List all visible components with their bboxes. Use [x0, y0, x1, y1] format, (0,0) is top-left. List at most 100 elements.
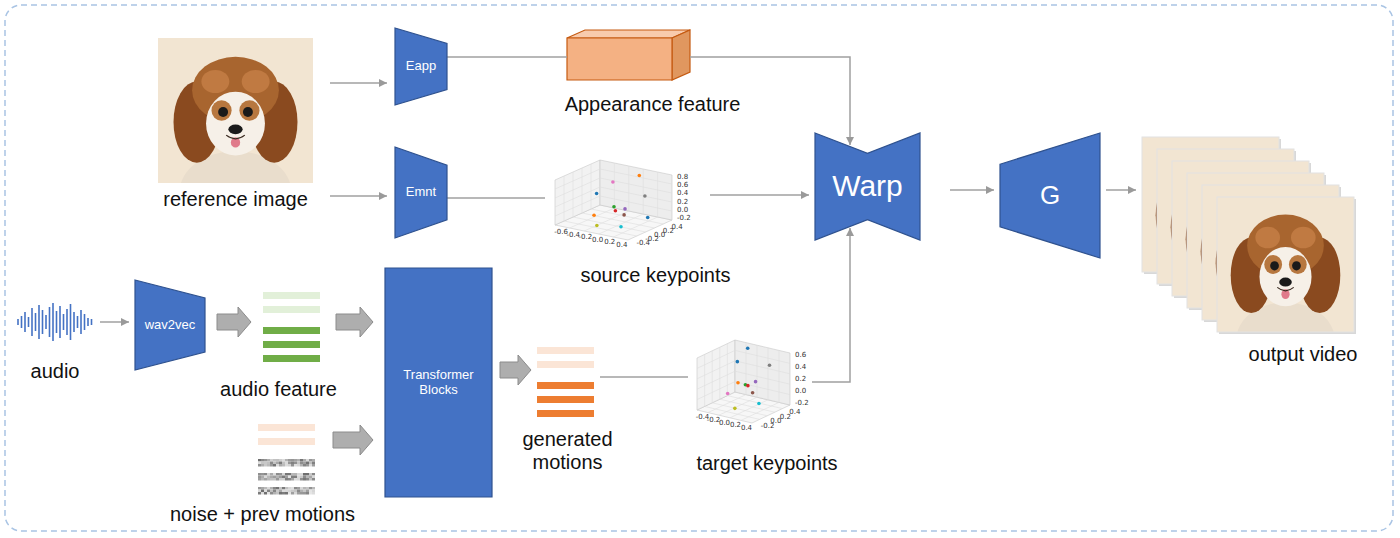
- keypoint-dot: [646, 216, 650, 220]
- waveform-bar: [17, 319, 19, 325]
- noise-cell: [288, 492, 291, 495]
- noise-cell: [300, 459, 303, 462]
- keypoint-dot: [757, 402, 761, 406]
- noise-cell: [261, 492, 264, 495]
- noise-cell: [279, 478, 282, 481]
- grid-line: [735, 350, 790, 363]
- grid-line: [697, 382, 735, 400]
- caption-label: reference image: [163, 188, 308, 211]
- motion-bar: [258, 438, 315, 445]
- keypoint-dot: [595, 224, 599, 228]
- encoder-block: Transformer Blocks: [385, 268, 492, 497]
- cube-side: [672, 30, 690, 80]
- feature-bar: [263, 341, 320, 348]
- grid-line: [613, 217, 657, 237]
- noise-cell: [264, 478, 267, 481]
- grid-line: [697, 371, 735, 389]
- noise-cell: [300, 487, 303, 490]
- figure-node: audio: [15, 300, 95, 345]
- noise-cell: [273, 492, 276, 495]
- keypoint-dot: [643, 194, 647, 198]
- noise-cell: [306, 490, 309, 493]
- noise-cell: [291, 464, 294, 467]
- noise-cell: [276, 464, 279, 467]
- noise-cell: [288, 490, 291, 493]
- noise-cell: [261, 462, 264, 465]
- noise-cell: [276, 478, 279, 481]
- grid-line: [727, 344, 728, 396]
- figure-node: Appearance feature: [567, 30, 690, 80]
- noise-cell: [267, 492, 270, 495]
- caption-label: source keypoints: [580, 264, 730, 287]
- noise-cell: [300, 464, 303, 467]
- waveform-bar: [59, 306, 61, 338]
- puppy-photo: [158, 38, 313, 232]
- axis-tick: 0.6: [677, 182, 688, 189]
- grid-line: [582, 168, 583, 213]
- noise-cell: [312, 464, 315, 467]
- figure-node: output video: [1140, 135, 1356, 335]
- block-label: wav2vec: [145, 318, 196, 333]
- noise-cell: [270, 473, 273, 476]
- noise-cell: [303, 459, 306, 462]
- noise-cell: [276, 490, 279, 493]
- noise-cell: [267, 459, 270, 462]
- noise-cell: [273, 462, 276, 465]
- noise-cell: [312, 490, 315, 493]
- block-outline: [395, 147, 447, 238]
- noise-cell: [294, 478, 297, 481]
- block-label: Warp: [832, 169, 903, 204]
- noise-cell: [273, 459, 276, 462]
- noise-cell: [291, 492, 294, 495]
- grid-line: [735, 382, 790, 395]
- axis-tick: -0.2: [579, 234, 593, 241]
- grid-line: [720, 399, 775, 412]
- figure-node: generated motions: [537, 343, 594, 418]
- noise-cell: [294, 464, 297, 467]
- noise-cell: [258, 464, 261, 467]
- axis-tick: 0.4: [616, 242, 627, 249]
- waveform-bar: [87, 318, 89, 326]
- axis-tick: 0.4: [741, 425, 752, 432]
- puppy-fur: [1291, 227, 1316, 249]
- puppy-eye: [1292, 261, 1301, 270]
- axis-tick: -0.2: [795, 400, 809, 407]
- motion-bar: [537, 396, 594, 403]
- noise-cell: [285, 492, 288, 495]
- grid-line: [697, 350, 735, 368]
- grid-line: [735, 371, 790, 384]
- puppy-face: [206, 92, 265, 156]
- keypoint-dot: [638, 174, 642, 178]
- plot-wall: [735, 340, 790, 405]
- block-label: Transformer Blocks: [392, 368, 485, 398]
- motion-bar: [537, 382, 594, 389]
- noise-cell: [309, 478, 312, 481]
- axis-tick: 0.0: [719, 420, 730, 427]
- noise-cell: [294, 476, 297, 479]
- axis-tick: 0.2: [730, 422, 741, 429]
- noise-cell: [297, 464, 300, 467]
- noise-cell: [306, 476, 309, 479]
- noise-cell: [303, 476, 306, 479]
- keypoint-dot: [622, 213, 626, 217]
- keypoint-dot: [736, 360, 740, 364]
- block-outline: [1000, 133, 1100, 258]
- noise-cell: [264, 487, 267, 490]
- noise-bar: [258, 459, 315, 467]
- block-outline: [385, 268, 492, 497]
- block-arrow: [333, 425, 373, 455]
- noise-cell: [267, 487, 270, 490]
- axis-tick: -0.2: [677, 215, 691, 222]
- noise-cell: [288, 478, 291, 481]
- noise-cell: [282, 459, 285, 462]
- noise-cell: [294, 487, 297, 490]
- encoder-block: G: [1000, 133, 1100, 258]
- noise-cell: [267, 478, 270, 481]
- puppy-mouth: [1277, 287, 1293, 290]
- puppy-eye-patch: [239, 100, 259, 120]
- arrow-connector: [600, 376, 688, 378]
- axis-tick: -0.2: [707, 417, 721, 424]
- noise-cell: [276, 473, 279, 476]
- puppy-fur: [1255, 227, 1280, 249]
- figure-node: target keypoints: [688, 330, 812, 440]
